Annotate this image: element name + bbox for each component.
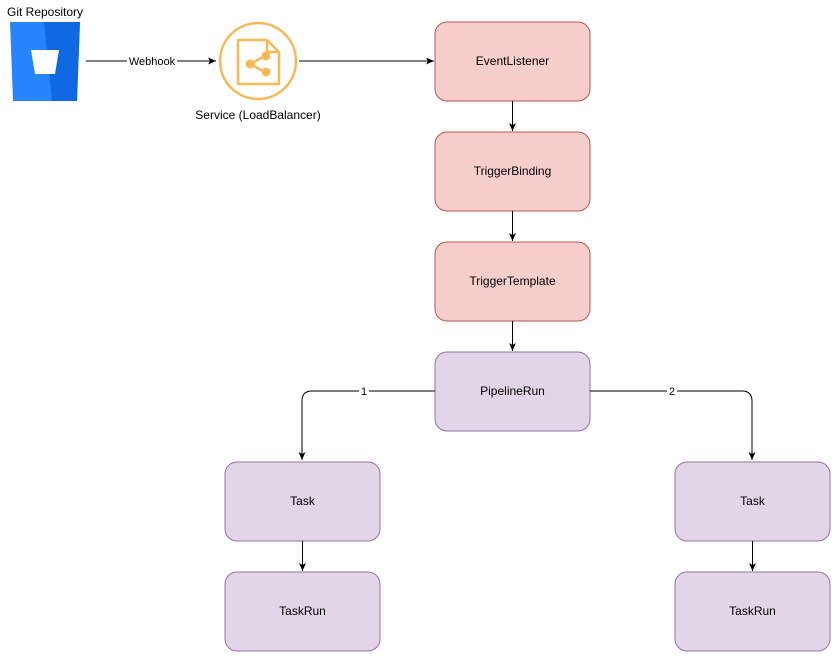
git-repository[interactable]: Git Repository — [7, 5, 83, 101]
taskrun-right-label: TaskRun — [729, 604, 776, 618]
webhook-label: Webhook — [129, 56, 176, 68]
node-taskrun-right[interactable]: TaskRun — [674, 571, 831, 652]
bitbucket-logo-icon — [10, 22, 80, 101]
node-pipelinerun[interactable]: PipelineRun — [434, 351, 591, 432]
edge-webhook: Webhook — [86, 54, 216, 68]
service-loadbalancer[interactable]: Service (LoadBalancer) — [195, 21, 321, 122]
git-repository-label: Git Repository — [7, 5, 83, 19]
share-file-icon — [218, 21, 298, 101]
node-task-left[interactable]: Task — [224, 461, 381, 542]
task-right-label: Task — [740, 494, 766, 508]
node-taskrun-left[interactable]: TaskRun — [224, 571, 381, 652]
triggertemplate-label: TriggerTemplate — [469, 274, 556, 288]
edge-branch-2: 2 — [590, 384, 756, 460]
node-eventlistener[interactable]: EventListener — [434, 21, 591, 102]
node-triggerbinding[interactable]: TriggerBinding — [434, 131, 591, 212]
node-task-right[interactable]: Task — [674, 461, 831, 542]
branch-1-label: 1 — [361, 386, 367, 398]
pipelinerun-label: PipelineRun — [480, 384, 545, 398]
edge-branch-1: 1 — [298, 384, 435, 460]
service-label: Service (LoadBalancer) — [195, 108, 320, 122]
triggerbinding-label: TriggerBinding — [474, 164, 552, 178]
taskrun-left-label: TaskRun — [279, 604, 326, 618]
branch-2-label: 2 — [669, 386, 675, 398]
eventlistener-label: EventListener — [476, 54, 549, 68]
task-left-label: Task — [290, 494, 316, 508]
node-triggertemplate[interactable]: TriggerTemplate — [434, 241, 591, 322]
